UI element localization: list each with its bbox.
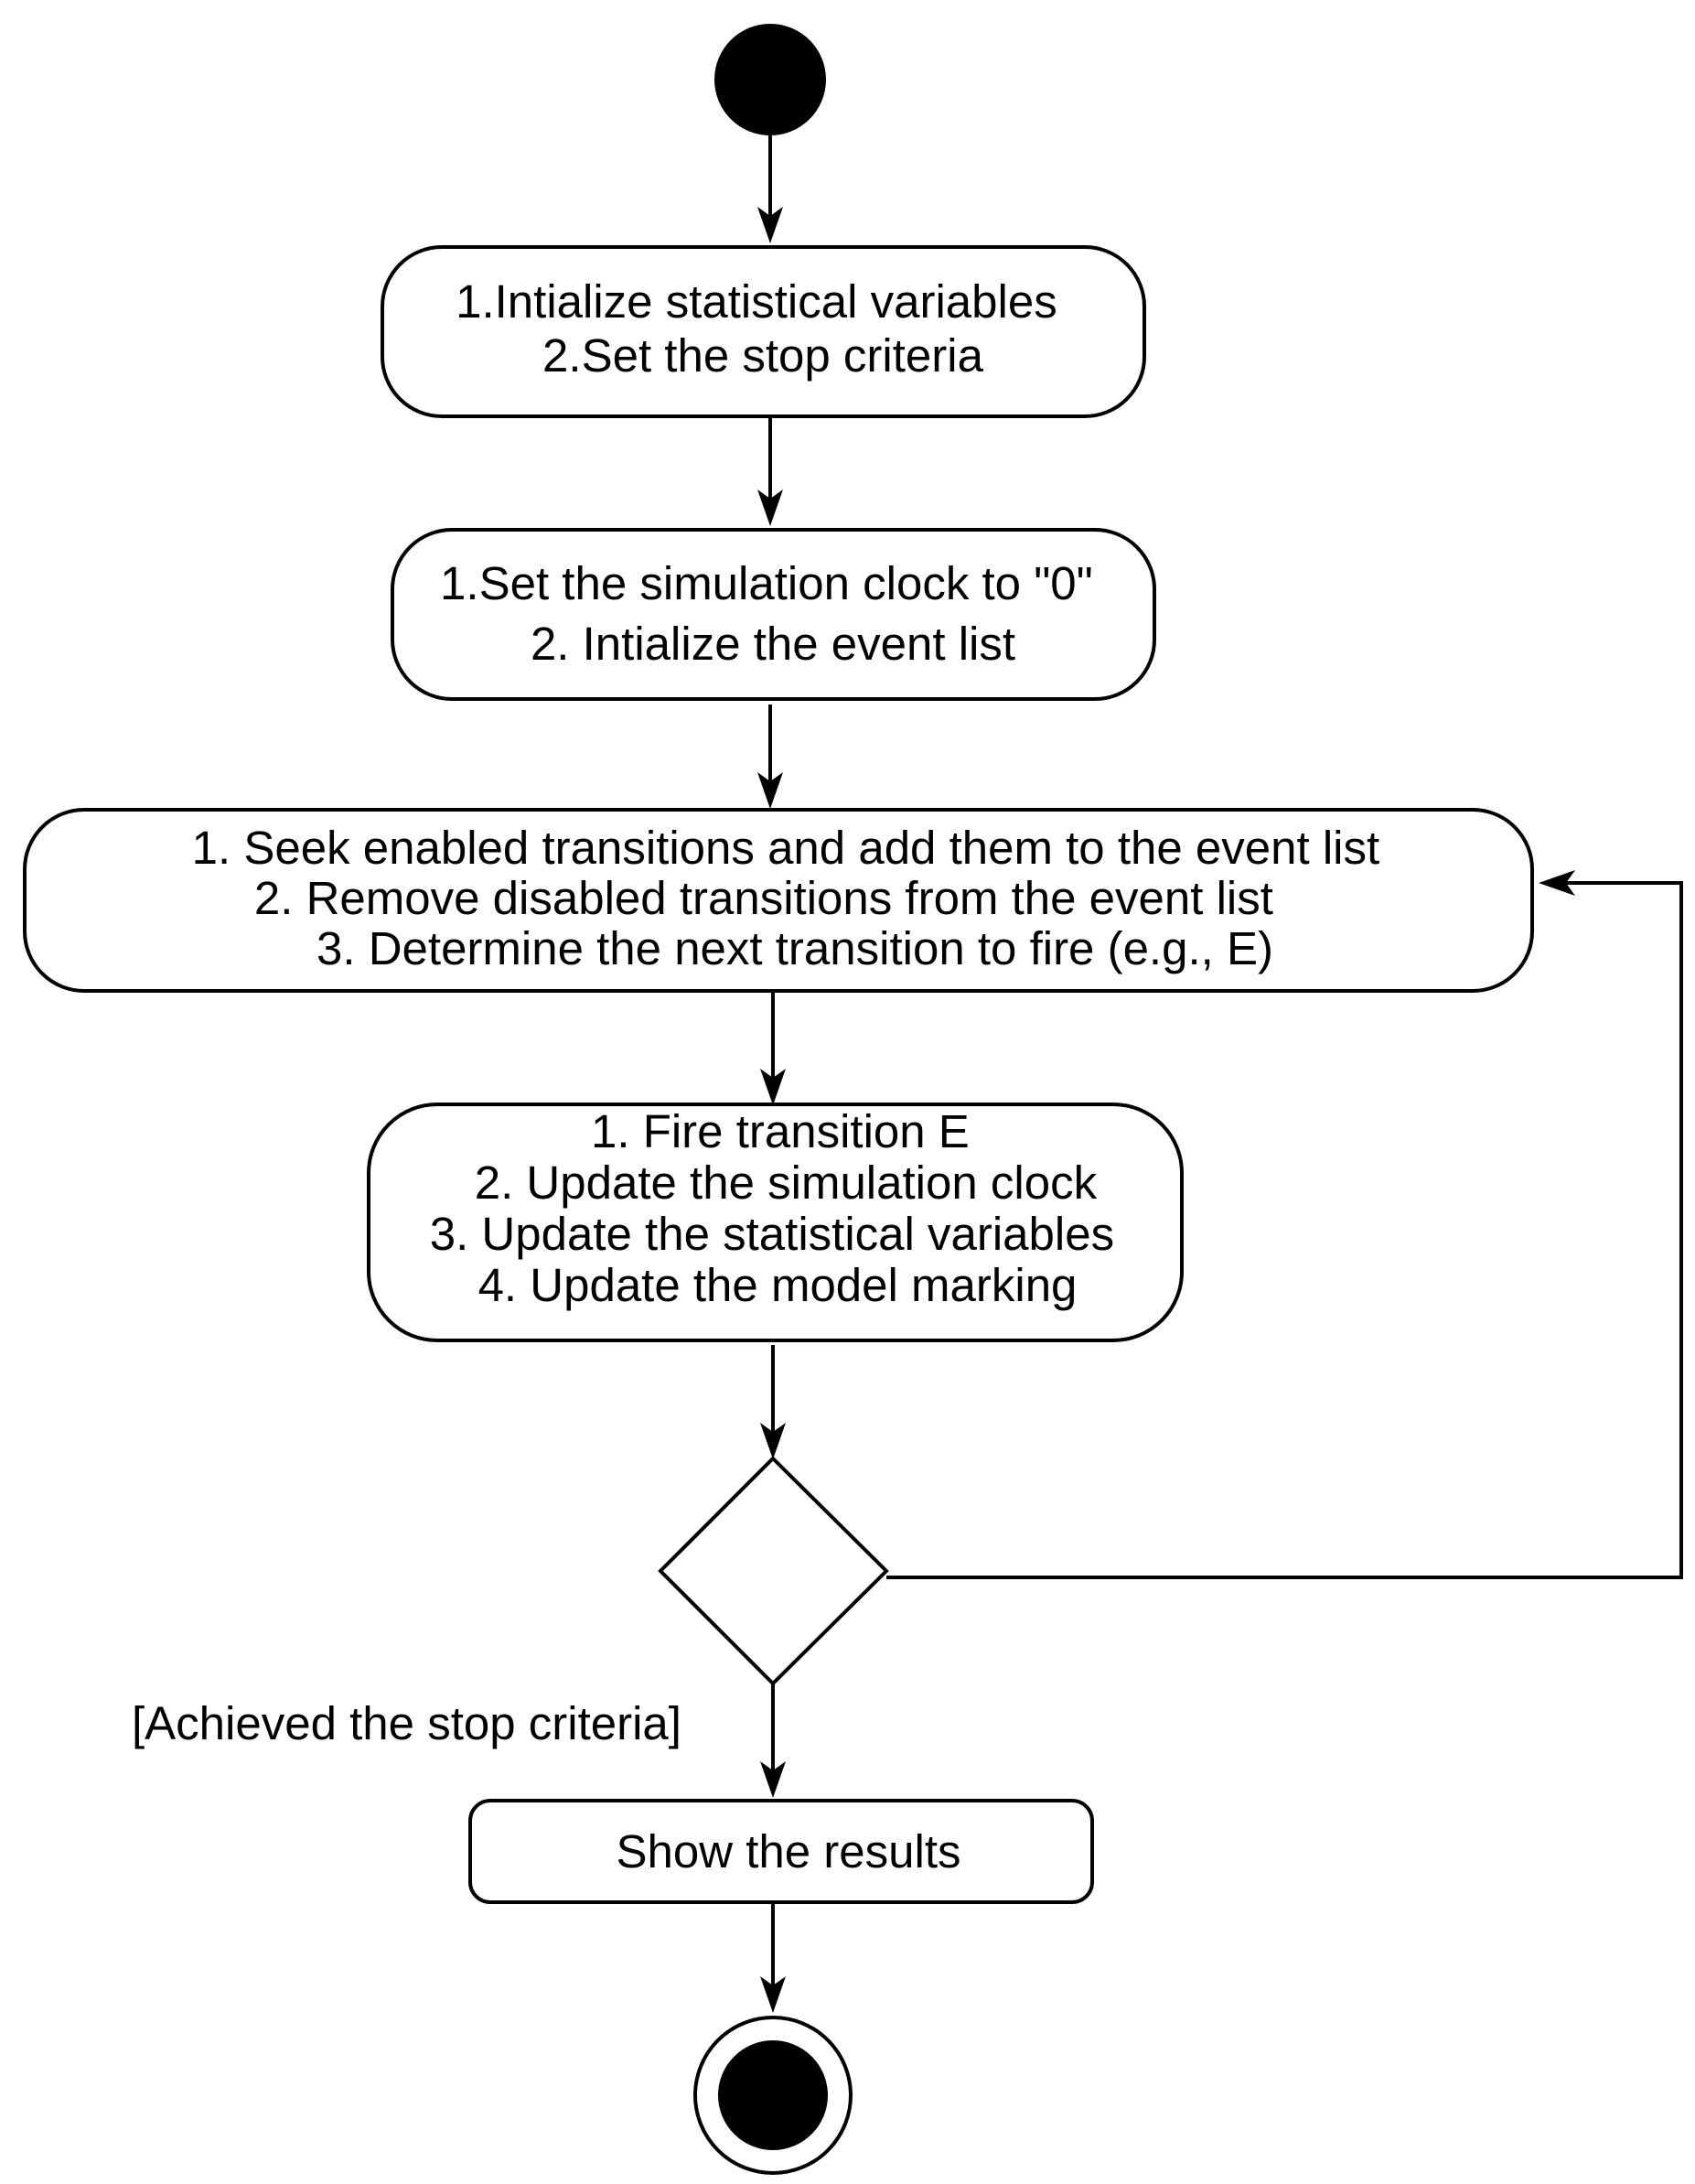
action-seek-transitions-line-2: 2. Remove disabled transitions from the …: [254, 872, 1273, 924]
svg-text:1. Seek enabled transitions an: 1. Seek enabled transitions and add them…: [192, 822, 1393, 974]
final-node: [693, 2016, 853, 2175]
action-initialize-line-1: 1.Intialize statistical variables: [456, 275, 1057, 328]
action-show-results-line-1: Show the results: [616, 1825, 960, 1877]
action-initialize-line-2: 2.Set the stop criteria: [542, 329, 984, 382]
action-seek-transitions-line-1: 1. Seek enabled transitions and add them…: [192, 822, 1380, 874]
edge-step4-to-decision: [760, 1345, 786, 1459]
svg-text:Show the results: Show the results: [616, 1825, 960, 1877]
edge-show-results-to-final: [760, 1903, 786, 2013]
edge-initial-to-step1: [757, 135, 783, 243]
action-show-results: Show the results: [468, 1799, 1094, 1904]
action-seek-transitions: 1. Seek enabled transitions and add them…: [23, 808, 1534, 993]
decision-node: [658, 1456, 889, 1686]
svg-text:1.Set the simulation clock to: 1.Set the simulation clock to "0" 2. Int…: [440, 557, 1106, 670]
action-set-clock-line-1: 1.Set the simulation clock to "0": [440, 557, 1093, 609]
action-seek-transitions-line-3: 3. Determine the next transition to fire…: [316, 922, 1273, 974]
edge-step3-to-step4: [760, 993, 786, 1105]
guard-label: [Achieved the stop criteria]: [132, 1697, 681, 1749]
edge-step1-to-step2: [757, 416, 783, 526]
action-fire-transition-line-1: 1. Fire transition E: [591, 1105, 970, 1157]
edge-decision-loop-to-step3: [886, 870, 1683, 1579]
action-fire-transition-line-3: 3. Update the statistical variables: [430, 1208, 1114, 1260]
action-initialize: 1.Intialize statistical variables 2.Set …: [381, 245, 1146, 418]
action-fire-transition-line-2: 2. Update the simulation clock: [475, 1157, 1098, 1209]
edge-step2-to-step3: [757, 705, 783, 809]
svg-text:1. Fire transition E 2.: 1. Fire transition E 2. Update the simul…: [430, 1105, 1128, 1311]
action-set-clock-line-2: 2. Intialize the event list: [531, 618, 1015, 670]
svg-text:1.Intialize statistical variab: 1.Intialize statistical variables 2.Set …: [456, 275, 1070, 382]
action-set-clock: 1.Set the simulation clock to "0" 2. Int…: [391, 528, 1156, 701]
initial-node: [714, 24, 826, 135]
edge-decision-to-show-results: [760, 1684, 786, 1798]
action-fire-transition: 1. Fire transition E 2. Update the simul…: [367, 1103, 1184, 1342]
action-fire-transition-line-4: 4. Update the model marking: [478, 1259, 1078, 1311]
